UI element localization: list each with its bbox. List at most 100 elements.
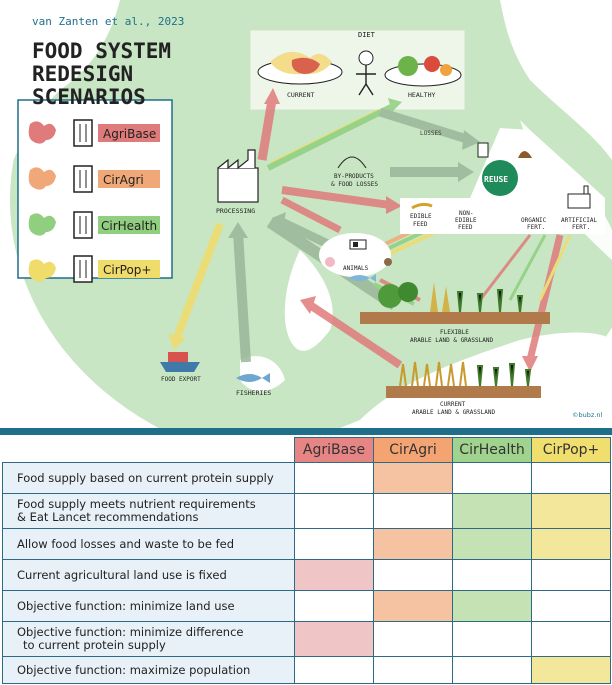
table-row: Food supply based on current protein sup… <box>2 462 611 494</box>
scenario-cell-cirpop-plus <box>531 559 611 591</box>
table-row: Current agricultural land use is fixed <box>2 559 611 591</box>
scenario-criteria-table: AgriBase CirAgri CirHealth CirPop+ Food … <box>2 437 611 684</box>
criterion-label: Food supply meets nutrient requirements&… <box>2 493 295 529</box>
scenario-cell-cirpop-plus <box>531 528 611 560</box>
edible-feed-label-1: EDIBLE <box>410 213 432 220</box>
processing-label: PROCESSING <box>216 207 255 215</box>
scenario-label-cirpop: CirPop+ <box>103 263 151 277</box>
ship-icon <box>160 352 200 372</box>
title-line-2: REDESIGN <box>32 62 133 86</box>
scenario-cell-cirpop-plus <box>531 493 611 529</box>
scenario-cirpop: CirPop+ <box>28 255 160 283</box>
scenario-cell-cirpop-plus <box>531 590 611 622</box>
person-icon <box>358 50 374 66</box>
byproducts-curve <box>337 156 367 169</box>
scenario-cell-agribase <box>294 656 374 684</box>
toilet-icon <box>477 142 489 158</box>
scenario-cell-agribase <box>294 590 374 622</box>
bin-icon <box>73 119 93 147</box>
flexible-land-label-1: FLEXIBLE <box>440 329 469 336</box>
criterion-label: Current agricultural land use is fixed <box>2 559 295 591</box>
scenario-cell-cirhealth <box>452 656 532 684</box>
scenario-cell-cirhealth <box>452 559 532 591</box>
scenario-cell-ciragri <box>373 493 453 529</box>
diet-label: DIET <box>358 31 376 39</box>
table-corner <box>2 437 295 463</box>
healthy-diet-label: HEALTHY <box>408 91 435 99</box>
scenario-ciragri: CirAgri <box>28 165 160 193</box>
animals-area <box>319 233 391 277</box>
scenario-cell-cirpop-plus <box>531 656 611 684</box>
current-land-icon <box>386 361 541 398</box>
organic-fert-label-2: FERT. <box>527 224 545 231</box>
artificial-fert-label-1: ARTIFICIAL <box>561 217 598 224</box>
nonedible-feed-label-1: NON- <box>459 210 473 217</box>
wheat-icon <box>411 202 433 210</box>
current-diet-label: CURRENT <box>287 91 314 99</box>
scenario-label-cirhealth: CirHealth <box>101 219 157 233</box>
pig-icon <box>325 257 335 267</box>
chicken-icon <box>384 258 392 266</box>
criterion-label: Objective function: maximize population <box>2 656 295 684</box>
animals-label: ANIMALS <box>343 265 369 272</box>
scenario-cell-ciragri <box>373 621 453 657</box>
recycle-icon <box>482 160 518 196</box>
table-row: Allow food losses and waste to be fed <box>2 528 611 560</box>
scenario-cell-cirhealth <box>452 493 532 529</box>
scenario-cell-ciragri <box>373 656 453 684</box>
nonedible-feed-label-3: FEED <box>458 224 473 231</box>
scenario-cell-ciragri <box>373 590 453 622</box>
byproducts-label-2: & FOOD LOSSES <box>331 181 378 188</box>
diagram-canvas: van Zanten et al., 2023 FOOD SYSTEM REDE… <box>10 0 612 428</box>
header-cirhealth: CirHealth <box>452 437 532 463</box>
scenario-cell-cirhealth <box>452 462 532 494</box>
scenario-cell-cirpop-plus <box>531 621 611 657</box>
byproducts-label-1: BY-PRODUCTS <box>334 173 374 180</box>
scenario-cell-agribase <box>294 462 374 494</box>
nonedible-feed-label-2: EDIBLE <box>455 217 477 224</box>
scenario-cell-cirhealth <box>452 590 532 622</box>
scenario-label-agribase: AgriBase <box>103 127 156 141</box>
scenario-agribase: AgriBase <box>28 119 160 147</box>
scenario-cell-agribase <box>294 528 374 560</box>
current-land-label-1: CURRENT <box>440 401 466 408</box>
scenario-cell-ciragri <box>373 559 453 591</box>
fisheries-label: FISHERIES <box>236 389 271 397</box>
cow-icon <box>349 239 367 250</box>
scenario-cell-agribase <box>294 559 374 591</box>
flow-arrows: LOSSES <box>168 88 572 372</box>
manure-icon <box>518 151 532 158</box>
organic-fert-label-1: ORGANIC <box>521 217 547 224</box>
scenario-cell-ciragri <box>373 528 453 560</box>
table-row: Food supply meets nutrient requirements&… <box>2 493 611 529</box>
factory-icon <box>217 149 259 203</box>
title-line-1: FOOD SYSTEM <box>32 39 171 63</box>
bin-icon <box>73 165 93 193</box>
reuse-label: REUSE <box>484 175 508 184</box>
scenario-cirhealth: CirHealth <box>28 211 160 239</box>
fisheries-fish-icon <box>236 373 270 383</box>
losses-label: LOSSES <box>420 130 442 137</box>
food-system-diagram: van Zanten et al., 2023 FOOD SYSTEM REDE… <box>10 0 612 428</box>
edible-feed-label-2: FEED <box>413 221 428 228</box>
credit: ©bubz.nl <box>572 411 602 419</box>
criterion-label: Allow food losses and waste to be fed <box>2 528 295 560</box>
scenario-cell-agribase <box>294 493 374 529</box>
scenario-cell-ciragri <box>373 462 453 494</box>
current-land-label-2: ARABLE LAND & GRASSLAND <box>412 409 495 416</box>
header-agribase: AgriBase <box>294 437 374 463</box>
scenario-cell-cirpop-plus <box>531 462 611 494</box>
artificial-fert-label-2: FERT. <box>572 224 590 231</box>
header-ciragri: CirAgri <box>373 437 453 463</box>
scenario-cell-agribase <box>294 621 374 657</box>
small-factory-icon <box>567 185 591 209</box>
table-row: Objective function: maximize population <box>2 656 611 684</box>
scenario-cell-cirhealth <box>452 621 532 657</box>
food-export-label: FOOD EXPORT <box>161 376 201 383</box>
flexible-land-label-2: ARABLE LAND & GRASSLAND <box>410 337 493 344</box>
citation: van Zanten et al., 2023 <box>32 15 184 28</box>
section-divider <box>0 428 612 435</box>
criterion-label: Objective function: minimize land use <box>2 590 295 622</box>
header-cirpop: CirPop+ <box>531 437 611 463</box>
criterion-label: Food supply based on current protein sup… <box>2 462 295 494</box>
